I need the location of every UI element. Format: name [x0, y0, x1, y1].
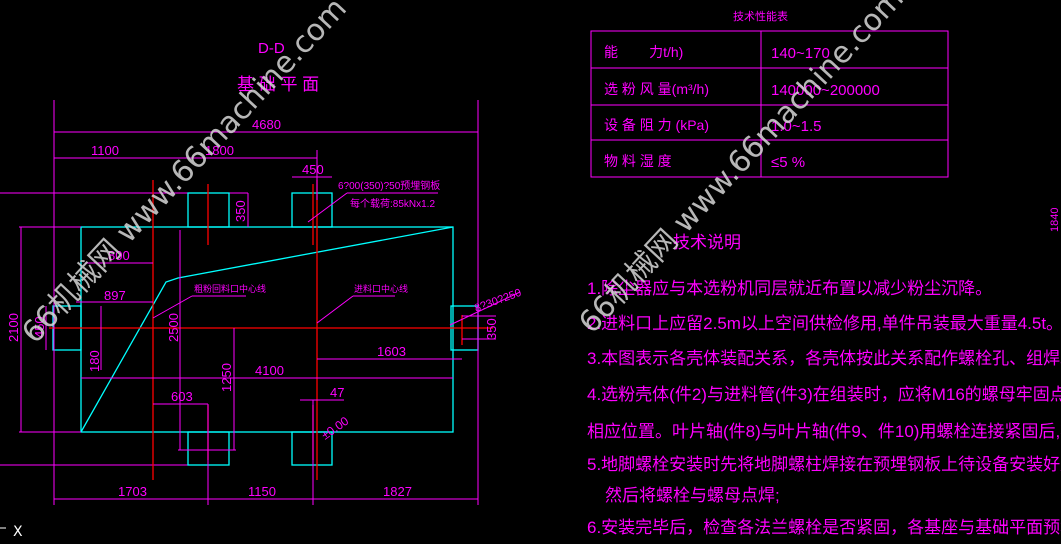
- section-title: 基 础 平 面: [237, 75, 319, 94]
- section-label: D-D: [258, 40, 285, 57]
- ucs-icon: X: [0, 524, 23, 540]
- dim-350-right: 350: [484, 318, 499, 340]
- dim-603: 603: [171, 389, 193, 404]
- dim-1150: 1150: [248, 484, 276, 499]
- dim-2100: 2100: [6, 313, 21, 342]
- note-line: 2.进料口上应留2.5m以上空间供检修用,单件吊装最大重量4.5t。: [587, 314, 1061, 333]
- note-line: 3.本图表示各壳体装配关系，各壳体按此关系配作螺栓孔、组焊。各法兰间: [587, 349, 1061, 368]
- load-note: 每个载荷:85kNx1.2: [350, 197, 435, 210]
- note-line: 相应位置。叶片轴(件8)与叶片轴(件9、件10)用螺栓连接紧固后,将螺栓: [587, 422, 1061, 441]
- dim-47: 47: [330, 385, 344, 400]
- dim-1840: 1840: [1049, 208, 1061, 232]
- embedded-plate-note: 6?00(350)?50预埋钢板: [338, 179, 440, 192]
- table-title: 技术性能表: [733, 9, 788, 23]
- dim-1250: 1250: [219, 363, 234, 392]
- ucs-x-label: X: [13, 524, 23, 540]
- dim-180: 180: [87, 350, 102, 372]
- dim-1100: 1100: [91, 143, 119, 158]
- note-line: 4.选粉壳体(件2)与进料管(件3)在组装时，应将M16的螺母牢固点: [587, 385, 1061, 404]
- table-value: ≤5 %: [771, 154, 805, 171]
- dim-800: 800: [108, 248, 130, 263]
- technical-notes: 技术说明 1.除尘器应与本选粉机同层就近布置以减少粉尘沉降。 2.进料口上应留2…: [587, 233, 1061, 537]
- anchor-pad-top-right: [291, 192, 333, 228]
- table-label: 选 粉 风 量(m³/h): [604, 81, 709, 97]
- right-plate-note: 8?30?250: [473, 287, 523, 315]
- feed-inlet-label: 进料口中心线: [354, 283, 408, 294]
- note-line: 6.安装完毕后，检查各法兰螺栓是否紧固，各基座与基础平面预埋钢板是否: [587, 518, 1061, 537]
- table-label: 设 备 阻 力 (kPa): [604, 117, 709, 133]
- table-value: 140000~200000: [771, 82, 880, 99]
- notes-title: 技术说明: [673, 233, 741, 252]
- housing-body: [80, 226, 454, 433]
- note-line: 1.除尘器应与本选粉机同层就近布置以减少粉尘沉降。: [587, 279, 992, 298]
- table-value: 1.0~1.5: [771, 118, 821, 135]
- dim-1603: 1603: [377, 344, 406, 359]
- table-label: 物 料 湿 度: [604, 153, 672, 169]
- dim-1827: 1827: [383, 484, 412, 499]
- dim-897: 897: [104, 288, 126, 303]
- dim-1800: 1800: [205, 143, 234, 158]
- dim-4680: 4680: [252, 117, 281, 132]
- elevation-mark: ±0.00: [319, 414, 352, 443]
- note-line: 然后将螺栓与螺母点焊;: [605, 486, 780, 505]
- table-value: 140~170: [771, 45, 830, 62]
- performance-table: 技术性能表 能 力t/h) 140~170 选 粉 风 量(m³/h) 1400…: [590, 9, 949, 178]
- foundation-plan: [0, 100, 521, 505]
- note-line: 5.地脚螺栓安装时先将地脚螺柱焊接在预埋钢板上待设备安装好后再将螺母: [587, 455, 1061, 474]
- dim-1703: 1703: [118, 484, 147, 499]
- dim-450-top: 450: [302, 162, 324, 177]
- table-label: 能 力t/h): [604, 44, 683, 60]
- coarse-outlet-label: 粗粉回料口中心线: [194, 283, 266, 294]
- dim-350: 350: [233, 200, 248, 222]
- dim-4100: 4100: [255, 363, 284, 378]
- dim-2500: 2500: [166, 313, 181, 342]
- dim-450-left: 450: [32, 316, 47, 338]
